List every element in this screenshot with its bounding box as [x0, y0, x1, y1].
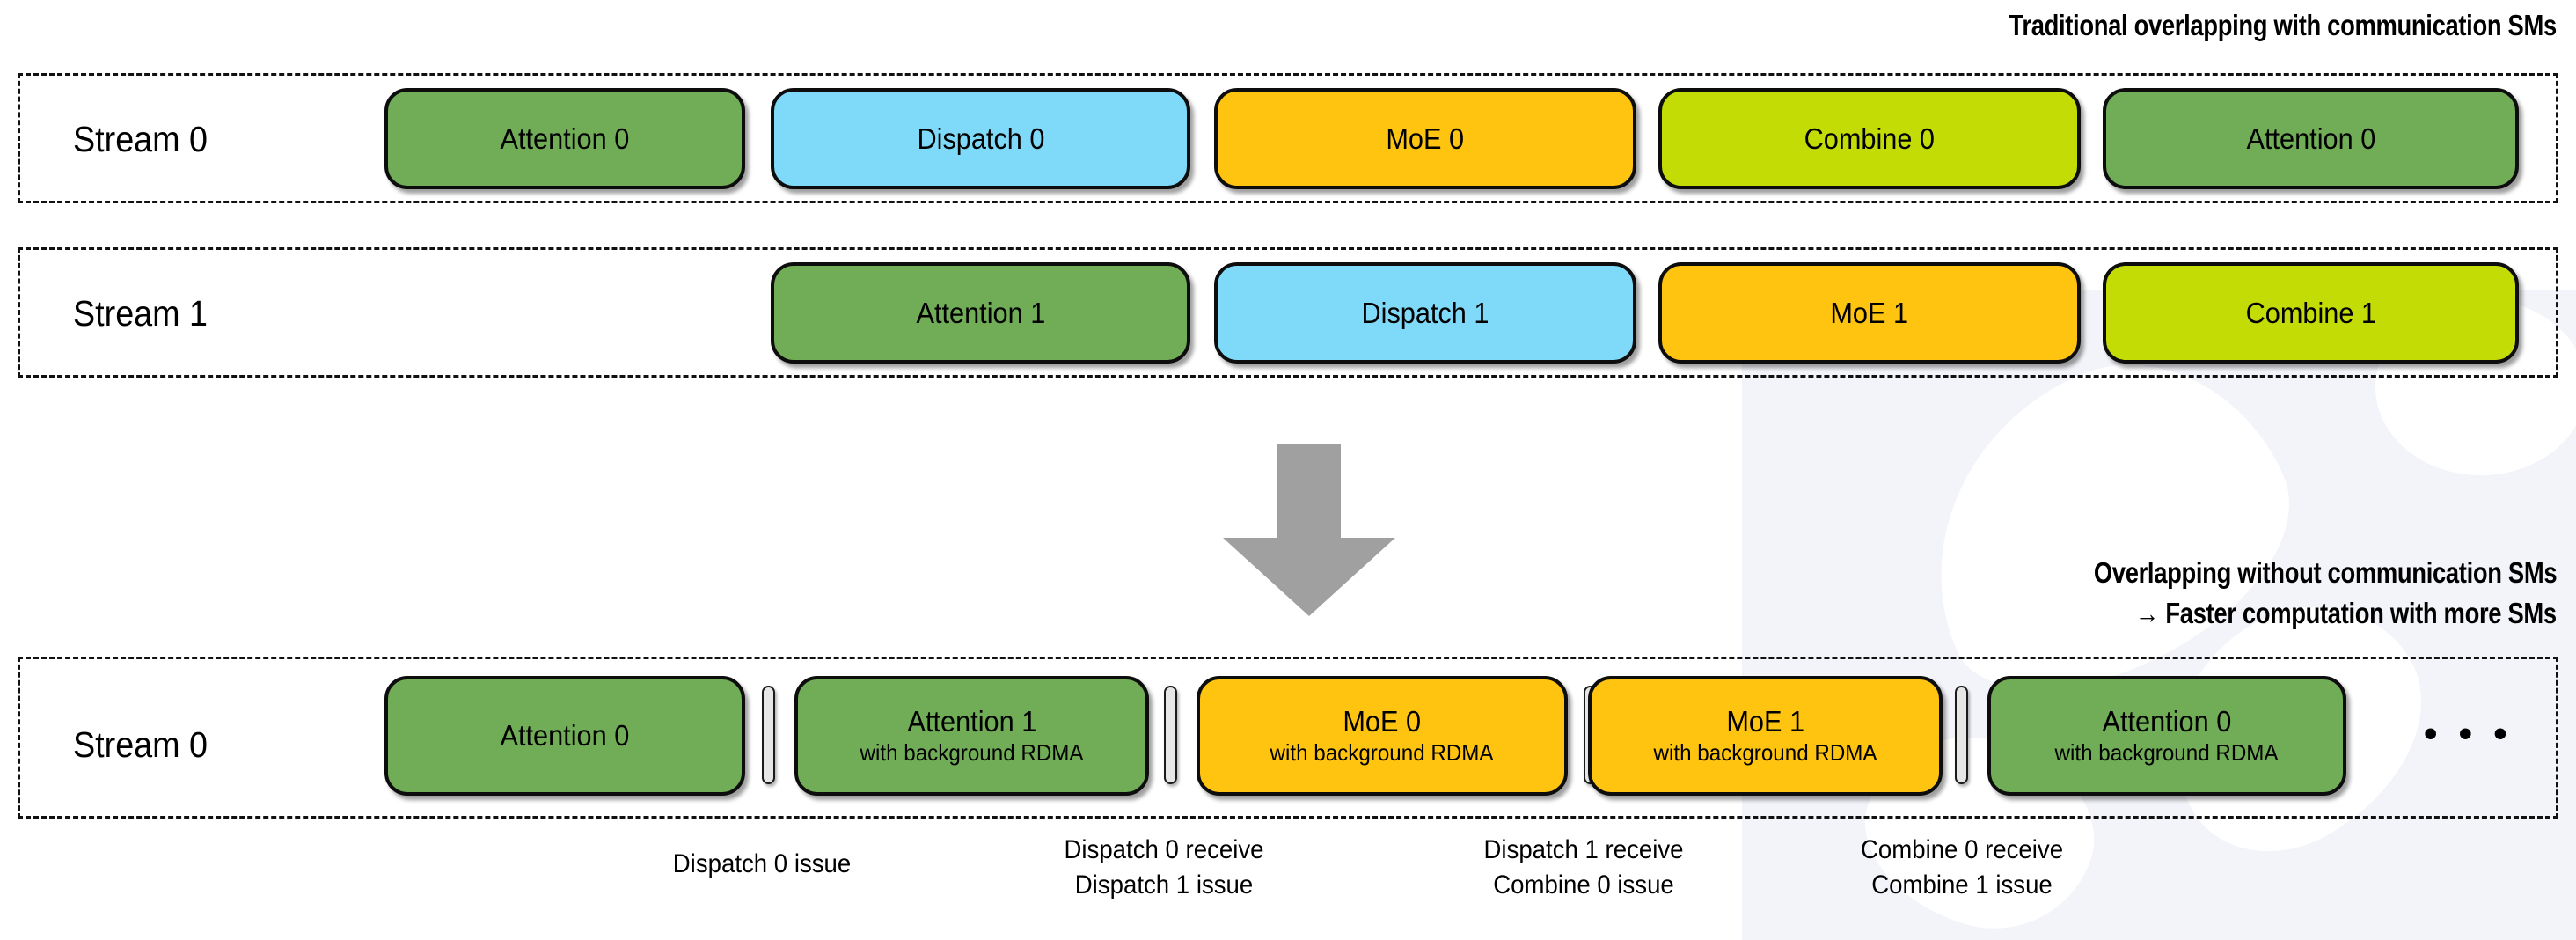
event-caption-2: Dispatch 0 receive Dispatch 1 issue [1064, 833, 1263, 902]
task-box-title: Combine 0 [1804, 121, 1936, 155]
event-caption-line: Dispatch 0 receive [1064, 835, 1264, 864]
task-box-top1-moe-1[interactable]: MoE 1 [1658, 262, 2081, 364]
task-box-title: Attention 0 [2246, 121, 2375, 155]
task-box-top0-moe-0[interactable]: MoE 0 [1214, 88, 1636, 189]
event-caption-4: Combine 0 receive Combine 1 issue [1861, 833, 2063, 902]
task-box-top1-attention-1[interactable]: Attention 1 [771, 262, 1190, 364]
task-box-top0-dispatch-0[interactable]: Dispatch 0 [771, 88, 1190, 189]
task-box-title: Dispatch 1 [1361, 296, 1489, 329]
event-caption-1: Dispatch 0 issue [673, 847, 852, 882]
event-caption-line: Dispatch 1 receive [1483, 835, 1684, 864]
stream-separator-2 [1164, 686, 1177, 784]
stream-row-top-0 [18, 73, 2558, 203]
task-box-subtitle: with background RDMA [1653, 738, 1877, 766]
task-box-title: Attention 0 [500, 719, 630, 753]
task-box-bottom-moe-1[interactable]: MoE 1 with background RDMA [1588, 676, 1943, 796]
task-box-title: Attention 0 [2102, 705, 2232, 738]
task-box-title: MoE 1 [1830, 296, 1909, 329]
task-box-title: MoE 1 [1726, 705, 1804, 738]
event-caption-line: Dispatch 0 issue [672, 849, 852, 878]
bottom-section-title-line-1: Overlapping without communication SMs [2093, 556, 2558, 589]
task-box-bottom-attention-0[interactable]: Attention 0 [384, 676, 745, 796]
stream-separator-1 [762, 686, 775, 784]
task-box-title: MoE 0 [1343, 705, 1422, 738]
task-box-top0-combine-0[interactable]: Combine 0 [1658, 88, 2081, 189]
task-box-title: Attention 1 [907, 705, 1036, 738]
event-caption-line: Combine 1 issue [1871, 870, 2053, 900]
event-caption-line: Combine 0 receive [1860, 835, 2064, 864]
task-box-top1-combine-1[interactable]: Combine 1 [2103, 262, 2519, 364]
top-section-title: Traditional overlapping with communicati… [2009, 9, 2558, 41]
event-caption-line: Dispatch 1 issue [1074, 870, 1254, 900]
event-caption-3: Dispatch 1 receive Combine 0 issue [1483, 833, 1683, 902]
task-box-top1-dispatch-1[interactable]: Dispatch 1 [1214, 262, 1636, 364]
down-arrow-icon [1223, 444, 1395, 616]
task-box-title: Combine 1 [2245, 296, 2376, 329]
task-box-top0-attention-0-second[interactable]: Attention 0 [2103, 88, 2519, 189]
task-box-title: Dispatch 0 [916, 121, 1044, 155]
event-caption-line: Combine 0 issue [1493, 870, 1674, 900]
task-box-bottom-moe-0[interactable]: MoE 0 with background RDMA [1197, 676, 1568, 796]
task-box-subtitle: with background RDMA [860, 738, 1084, 766]
task-box-title: MoE 0 [1386, 121, 1465, 155]
bottom-section-title-line-2: → Faster computation with more SMs [2135, 597, 2557, 629]
task-box-subtitle: with background RDMA [1270, 738, 1495, 766]
continuation-ellipsis: • • • [2424, 712, 2513, 755]
task-box-subtitle: with background RDMA [2054, 738, 2280, 766]
stream-separator-4 [1955, 686, 1968, 784]
task-box-bottom-attention-1[interactable]: Attention 1 with background RDMA [794, 676, 1149, 796]
task-box-bottom-attention-0-second[interactable]: Attention 0 with background RDMA [1987, 676, 2346, 796]
task-box-title: Attention 0 [500, 121, 630, 155]
task-box-title: Attention 1 [916, 296, 1045, 329]
stream-label-top-1: Stream 1 [73, 293, 209, 334]
task-box-top0-attention-0[interactable]: Attention 0 [384, 88, 745, 189]
stream-label-top-0: Stream 0 [73, 119, 209, 159]
stream-label-bottom-0: Stream 0 [73, 724, 209, 765]
